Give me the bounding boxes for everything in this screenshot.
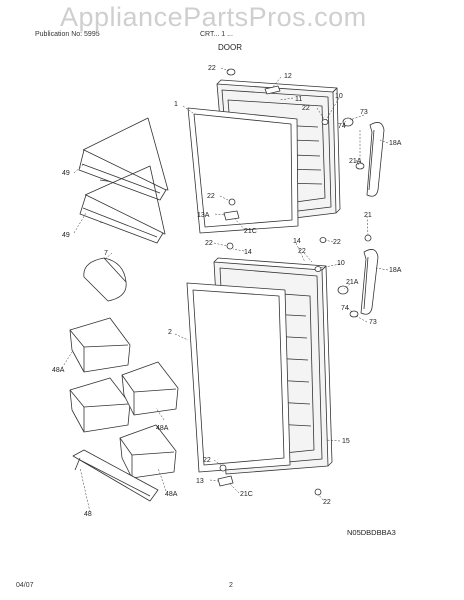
hinge-parts-upper: [223, 68, 372, 250]
callout: 2: [168, 329, 172, 336]
door-bin-2: [69, 377, 131, 433]
freezer-handle: [366, 122, 385, 197]
watermark: AppliancePartsPros.com: [60, 2, 367, 32]
dairy-compartment-cover: [83, 257, 127, 302]
door-bin-3: [121, 361, 179, 416]
freezer-door-gasket: [187, 107, 299, 234]
callout: 14: [244, 249, 252, 256]
callout: 74: [338, 123, 346, 130]
callout: 22: [205, 240, 213, 247]
callout: 21C: [240, 491, 253, 498]
callout: 21: [364, 212, 372, 219]
callout: 18A: [389, 267, 402, 274]
door-bin-4: [119, 424, 177, 479]
fresh-food-handle: [360, 249, 379, 315]
door-bin-1: [69, 317, 131, 373]
callout: 15: [342, 438, 350, 445]
callout-labels: 22 12 1 11 10 22 73 74 18A 21A 49 49 22 …: [52, 65, 402, 518]
footer-date: 04/07: [16, 582, 34, 589]
callout: 11: [295, 96, 302, 103]
model-code: CRT... 1 ...: [200, 31, 233, 38]
door-shelf-rail-lower: [79, 165, 166, 244]
callout: 13: [196, 478, 204, 485]
callout: 49: [62, 170, 70, 177]
fresh-food-door-gasket: [186, 282, 291, 473]
callout: 48A: [165, 491, 178, 498]
callout: 74: [341, 305, 349, 312]
callout: 48: [84, 511, 92, 518]
callout: 22: [333, 239, 341, 246]
callout: 22: [298, 248, 306, 255]
diagram-code: N05DBDBBA3: [347, 528, 396, 537]
callout: 22: [302, 105, 310, 112]
callout: 1: [174, 101, 178, 108]
publication-number: Publication No: 5995: [35, 31, 100, 38]
page-number: 2: [229, 582, 233, 589]
callout: 48A: [156, 425, 169, 432]
callout: 22: [323, 499, 331, 506]
callout: 22: [208, 65, 216, 72]
callout: 73: [369, 319, 377, 326]
hinge-parts-lower: [217, 266, 359, 496]
callout: 21A: [346, 279, 359, 286]
callout: 10: [335, 93, 343, 100]
callout: 18A: [389, 140, 402, 147]
callout: 14: [293, 238, 301, 245]
callout: 7: [104, 250, 108, 257]
callout: 13A: [197, 212, 210, 219]
diagram-title: DOOR: [218, 43, 242, 52]
callout: 49: [62, 232, 70, 239]
callout: 12: [284, 73, 292, 80]
callout: 22: [203, 457, 211, 464]
callout: 73: [360, 109, 368, 116]
callout: 48A: [52, 367, 65, 374]
callout: 22: [207, 193, 215, 200]
door-shelf-rail-48: [72, 449, 159, 502]
leader-lines: [61, 67, 389, 513]
door-shelf-rail-upper: [78, 117, 169, 201]
callout: 21A: [349, 158, 362, 165]
callout: 21C: [244, 228, 257, 235]
callout: 10: [337, 260, 345, 267]
